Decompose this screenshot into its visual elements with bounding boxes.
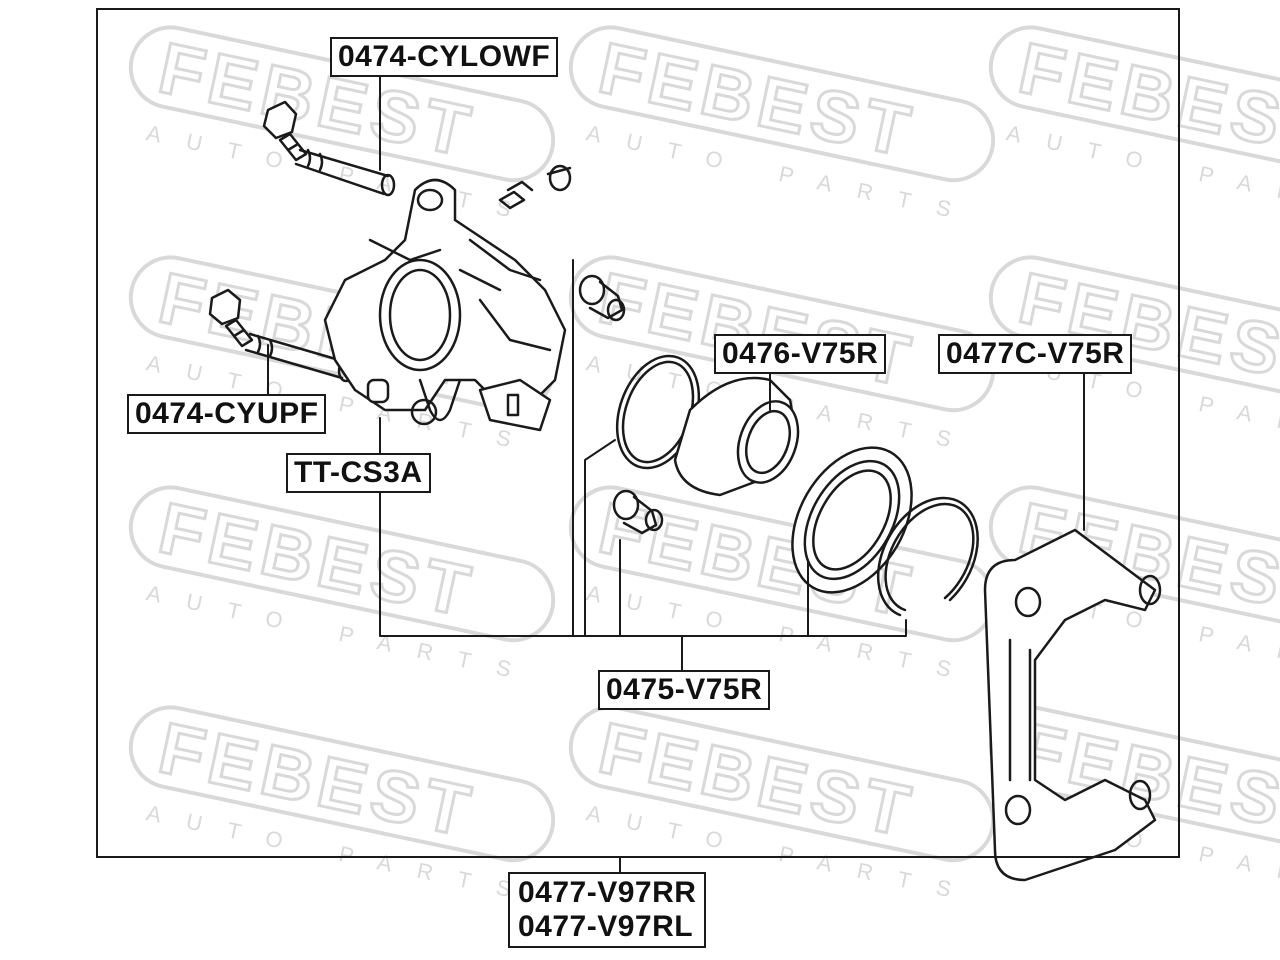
callout-bleeder-cap: TT-CS3A [286,453,431,493]
caliper-assembly-rl: 0477-V97RL [518,910,694,943]
leader-lines [267,75,1085,873]
caliper-bracket-part [983,528,1162,882]
piston-part [673,376,800,497]
caliper-body [323,178,567,432]
guide-pin-boot-upper [578,274,626,322]
dust-cap [498,164,572,210]
callout-guide-bolt-upper: 0474-CYUPF [127,394,327,434]
diagram-frame [96,8,1180,858]
callout-guide-bolt-long: 0474-CYLOWF [330,37,559,77]
callout-caliper-assembly: 0477-V97RR 0477-V97RL [508,872,707,948]
guide-bolt-long [262,100,396,197]
guide-bolt-upper [208,288,355,383]
callout-repair-kit: 0475-V75R [598,670,771,710]
guide-pin-boot-lower [612,489,664,535]
callout-piston: 0476-V75R [714,334,887,374]
caliper-assembly-rr: 0477-V97RR [518,876,697,909]
callout-caliper-bracket: 0477C-V75R [938,334,1133,374]
retaining-ring [876,496,979,617]
bleeder-cap-part [366,378,390,404]
